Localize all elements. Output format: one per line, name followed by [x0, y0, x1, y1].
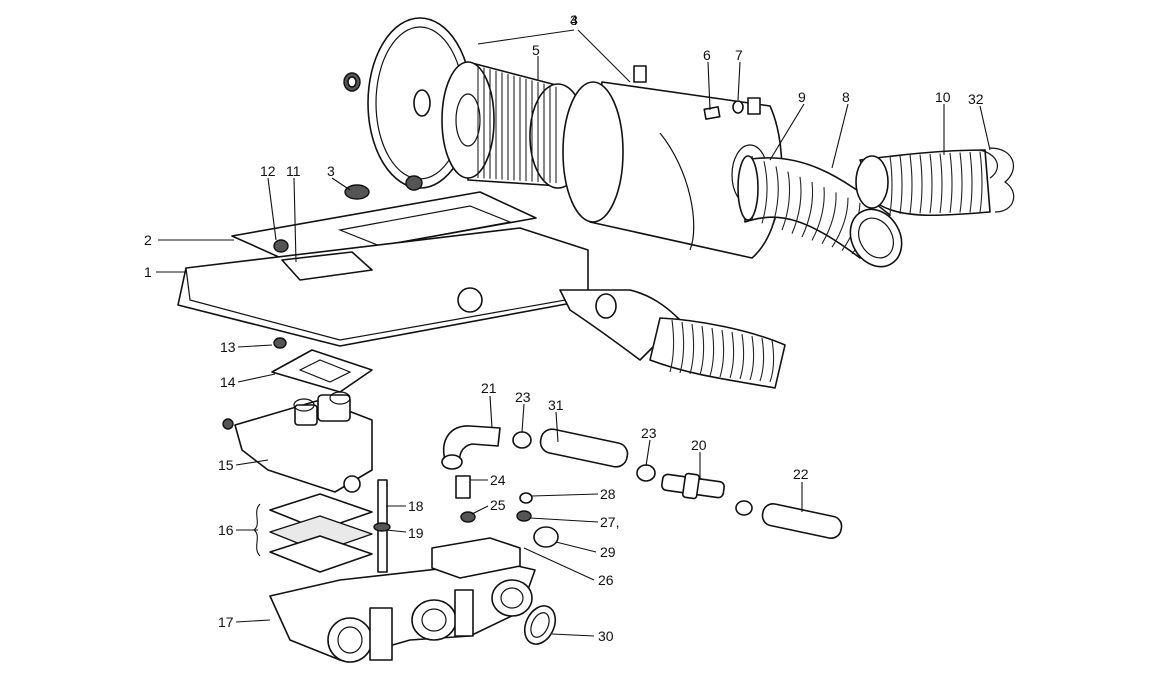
callout-16: 16: [218, 522, 234, 538]
intake-hose-small: [855, 149, 991, 217]
callout-19: 19: [408, 525, 424, 541]
callout-29: 29: [600, 544, 616, 560]
hose-spring-clip: [979, 147, 1015, 213]
callout-30: 30: [598, 628, 614, 644]
callout-6: 6: [703, 47, 711, 63]
blanking-plug: [533, 526, 559, 548]
plenum-intake-duct: [559, 289, 681, 361]
callout-8: 8: [842, 89, 850, 105]
callout-labels: 3 4 5 6 7 8 9 10 32 11 12 3 2 1 13 14 15…: [144, 12, 984, 644]
plenum-stud-nut: [273, 239, 289, 253]
callout-24: 24: [490, 472, 506, 488]
manifold-stud-bolt: [373, 479, 391, 573]
callout-1: 1: [144, 264, 152, 280]
callout-28: 28: [600, 486, 616, 502]
callout-20: 20: [691, 437, 707, 453]
fuel-connector: [661, 472, 725, 500]
callout-4: 4: [570, 12, 578, 28]
fuel-hose-short: [539, 428, 629, 468]
housing-screw: [703, 106, 721, 120]
callout-25: 25: [490, 497, 506, 513]
hose-clip-a: [512, 431, 532, 449]
fuel-hose-long: [761, 502, 843, 540]
callout-32: 32: [968, 91, 984, 107]
callout-3: 3: [327, 163, 335, 179]
inlet-manifold: [269, 537, 536, 663]
fuel-washer-28: [519, 492, 533, 504]
carb-gasket-set: [269, 493, 373, 573]
callout-15: 15: [218, 457, 234, 473]
callout-11: 11: [286, 163, 301, 179]
plenum-outlet-flange: [281, 251, 373, 281]
filter-cover-nut: [405, 175, 423, 191]
carburetor: [222, 391, 373, 493]
housing-washer: [732, 100, 744, 114]
banjo-fitting: [441, 425, 501, 470]
callout-26: 26: [598, 572, 614, 588]
carb-top-gasket: [271, 349, 373, 393]
callout-23a: 23: [515, 389, 531, 405]
callout-14: 14: [220, 374, 236, 390]
carb-mount-nut: [273, 337, 287, 349]
plenum-cover-nut: [344, 184, 370, 200]
hose-clip-c: [735, 500, 753, 516]
callout-12: 12: [260, 163, 276, 179]
callout-2: 2: [144, 232, 152, 248]
callout-27: 27,: [600, 514, 619, 530]
callout-17: 17: [218, 614, 234, 630]
callout-18: 18: [408, 498, 424, 514]
manifold-o-ring: [523, 605, 557, 645]
callout-7: 7: [735, 47, 743, 63]
leader-lines: [156, 29, 991, 637]
callout-31: 31: [548, 397, 564, 413]
plenum-duct-hose: [649, 317, 786, 389]
intake-hose-clamp: [737, 155, 759, 221]
plenum-box: [177, 227, 589, 347]
callout-9: 9: [798, 89, 806, 105]
filter-housing: [562, 65, 783, 259]
fuel-washer-27: [516, 510, 532, 522]
fuel-union: [455, 475, 471, 499]
callout-5: 5: [532, 42, 540, 58]
filter-nut-small: [343, 72, 361, 92]
fuel-washer-25: [460, 511, 476, 523]
plenum-gasket-top: [231, 191, 537, 263]
callout-21: 21: [481, 380, 497, 396]
callout-23b: 23: [641, 425, 657, 441]
callout-10: 10: [935, 89, 951, 105]
hose-clip-b: [636, 464, 656, 482]
callout-13: 13: [220, 339, 236, 355]
callout-4: 3: [570, 12, 578, 28]
callout-22: 22: [793, 466, 809, 482]
